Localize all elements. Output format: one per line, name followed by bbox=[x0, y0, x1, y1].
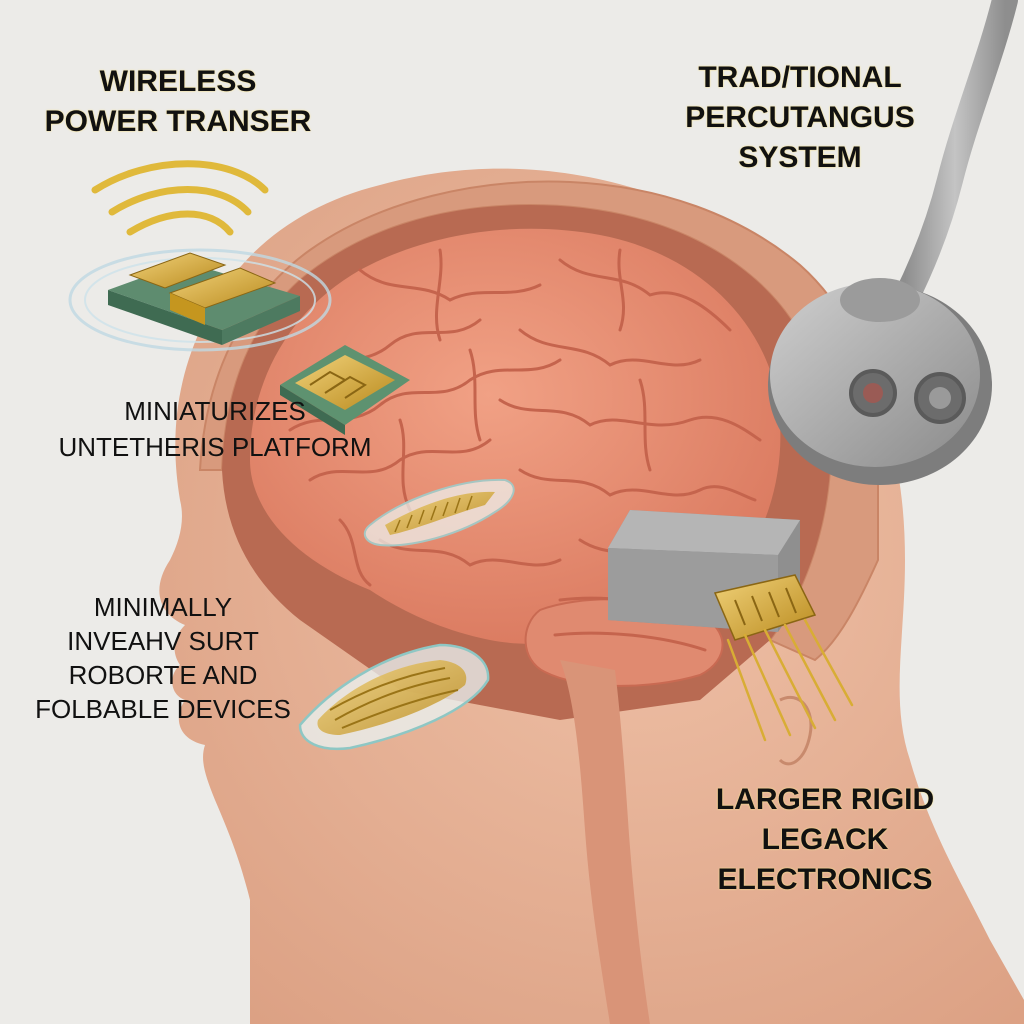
label-line: LEGACK bbox=[761, 823, 889, 856]
label-line: WIRELESS bbox=[99, 65, 257, 98]
label-line: SYSTEM bbox=[738, 141, 862, 174]
label-line: MINIMALLY bbox=[93, 592, 233, 622]
label-line: LARGER RIGID bbox=[715, 783, 935, 816]
brain-stem bbox=[560, 660, 650, 1024]
ear bbox=[778, 696, 813, 766]
label-line: ROBORTE AND bbox=[68, 660, 258, 690]
label-miniaturized-platform: MINIATURIZES UNTETHERIS PLATFORM bbox=[40, 393, 390, 465]
wireless-waves-icon bbox=[91, 160, 269, 236]
legacy-rigid-electronics bbox=[608, 510, 854, 742]
percutaneous-cable bbox=[892, 0, 1018, 313]
label-traditional-percutaneous: TRAD/TIONAL PERCUTANGUS SYSTEM bbox=[660, 58, 940, 178]
label-line: ELECTRONICS bbox=[717, 863, 933, 896]
electrode-wires bbox=[726, 618, 854, 742]
label-line: PERCUTANGUS bbox=[685, 101, 915, 134]
label-line: INVEAHV SURT bbox=[67, 626, 259, 656]
flexible-brain-film bbox=[363, 478, 515, 547]
label-line: MINIATURIZES bbox=[124, 396, 306, 426]
percutaneous-connector bbox=[768, 278, 992, 485]
label-wireless-power-transfer: WIRELESS POWER TRANSER bbox=[28, 62, 328, 142]
label-larger-rigid-electronics: LARGER RIGID LEGACK ELECTRONICS bbox=[690, 780, 960, 900]
miniaturized-chip bbox=[280, 345, 410, 435]
foldable-device bbox=[298, 643, 490, 751]
label-line: TRAD/TIONAL bbox=[698, 61, 902, 94]
label-line: UNTETHERIS PLATFORM bbox=[58, 432, 372, 462]
wireless-power-chip bbox=[68, 248, 332, 352]
label-minimally-invasive: MINIMALLY INVEAHV SURT ROBORTE AND FOLBA… bbox=[18, 590, 308, 726]
label-line: POWER TRANSER bbox=[44, 105, 312, 138]
label-line: FOLBABLE DEVICES bbox=[35, 694, 291, 724]
